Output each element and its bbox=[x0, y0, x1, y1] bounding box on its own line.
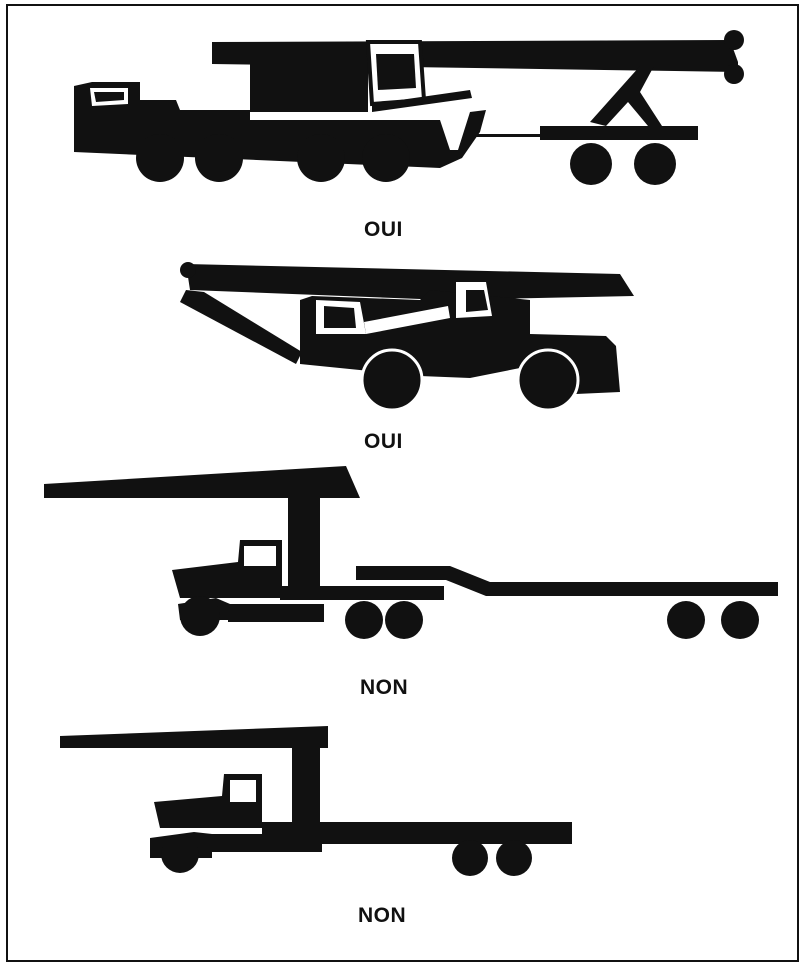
figure-frame bbox=[6, 4, 799, 962]
rough-terrain-crane-icon bbox=[180, 262, 634, 412]
label-panel-2: OUI bbox=[364, 430, 403, 453]
label-panel-1: OUI bbox=[364, 218, 403, 241]
label-panel-3: NON bbox=[360, 676, 409, 699]
label-panel-4: NON bbox=[358, 904, 407, 927]
truck-with-overhanging-load-and-long-trailer-icon bbox=[44, 466, 778, 639]
truck-with-overhanging-load-icon bbox=[60, 726, 572, 876]
telescopic-crane-with-boom-dolly-icon bbox=[74, 30, 744, 185]
